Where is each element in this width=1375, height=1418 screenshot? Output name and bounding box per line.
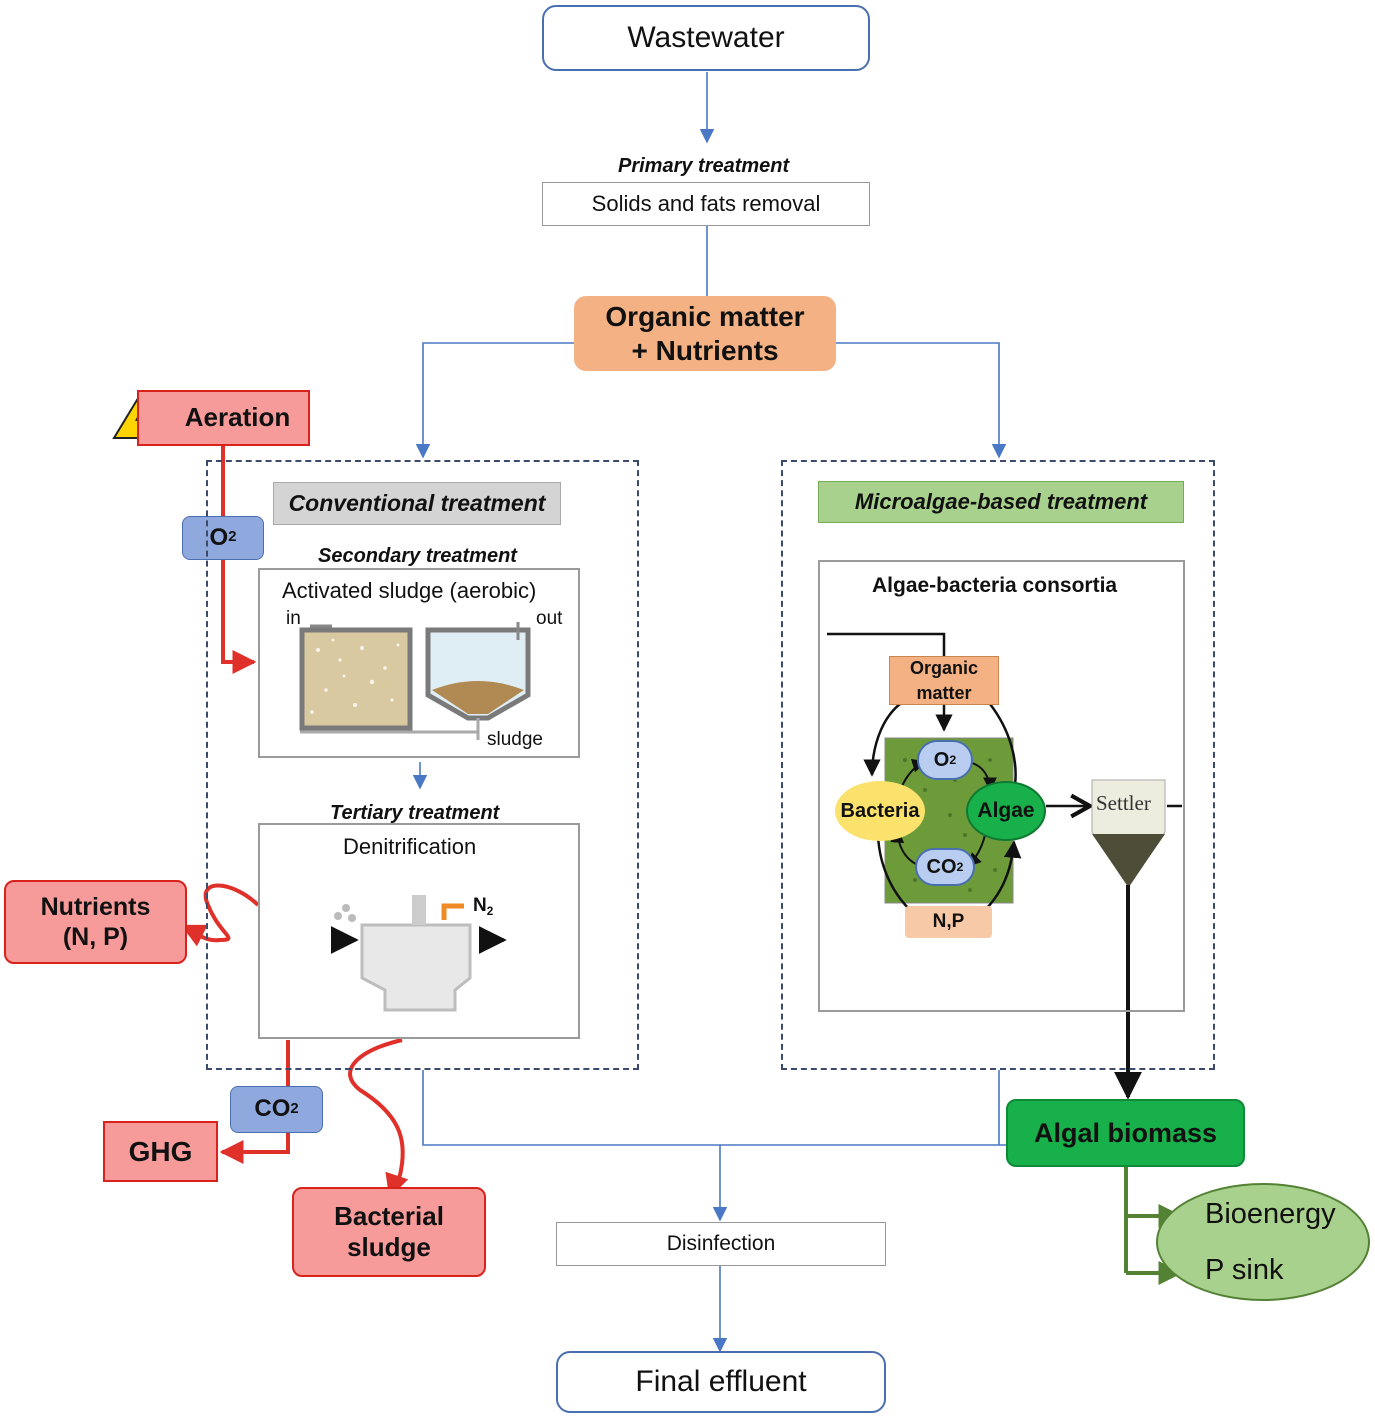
co2-subscript: 2 — [290, 1100, 299, 1117]
inlet-label: in — [286, 608, 301, 629]
activated-sludge-label: Activated sludge (aerobic) — [282, 578, 537, 603]
secondary-treatment-heading: Secondary treatment — [318, 545, 517, 567]
organic-matter-node: Organic matter — [889, 656, 999, 705]
bacterial-sludge-box: Bacterial sludge — [292, 1187, 486, 1277]
wastewater-label: Wastewater — [627, 21, 785, 54]
conventional-treatment-title: Conventional treatment — [273, 482, 561, 525]
nutrients-output-label: Nutrients — [40, 893, 151, 921]
consortia-panel — [818, 560, 1185, 1012]
algal-biomass-box: Algal biomass — [1006, 1099, 1245, 1167]
algal-biomass-label: Algal biomass — [1033, 1117, 1218, 1148]
bacteria-node: Bacteria — [835, 781, 925, 841]
denitrification-label: Denitrification — [343, 834, 477, 859]
settler-label: Settler — [1096, 791, 1151, 815]
primary-treatment-heading: Primary treatment — [618, 155, 790, 177]
conventional-title-label: Conventional treatment — [288, 489, 546, 516]
organic-matter-label: Organic matter — [605, 300, 805, 332]
denitrification-illustration — [330, 895, 507, 1012]
bacterial-label: Bacterial — [334, 1200, 444, 1231]
microalgae-treatment-title: Microalgae-based treatment — [818, 481, 1184, 523]
sludge-output-label: sludge — [347, 1232, 431, 1262]
wastewater-box: Wastewater — [542, 5, 870, 71]
conventional-treatment-region — [206, 460, 639, 1070]
organic-nutrients-box: Organic matter + Nutrients — [574, 296, 836, 371]
disinfection-label: Disinfection — [666, 1232, 776, 1256]
bioenergy-label: Bioenergy — [1205, 1198, 1336, 1230]
aeration-label: Aeration — [184, 402, 291, 433]
ghg-label: GHG — [128, 1135, 193, 1167]
solids-fats-removal-label: Solids and fats removal — [591, 190, 821, 216]
co2-symbol: CO — [254, 1095, 291, 1123]
outlet-label: out — [536, 608, 563, 629]
biomass-uses-ellipse — [1156, 1183, 1370, 1301]
nutrients-output-box: Nutrients (N, P) — [4, 880, 187, 964]
p-sink-label: P sink — [1205, 1254, 1284, 1286]
activated-sludge-illustration — [299, 622, 531, 740]
final-effluent-box: Final effluent — [556, 1351, 886, 1413]
main-flow-lines — [412, 72, 1007, 1353]
sludge-label: sludge — [487, 729, 543, 750]
ghg-box: GHG — [103, 1121, 218, 1182]
o2-symbol: O — [209, 523, 229, 551]
n2-label: N2 — [473, 895, 494, 919]
np-output-label: (N, P) — [62, 923, 129, 951]
np-node: N,P — [905, 906, 992, 938]
aeration-box: Aeration — [137, 390, 310, 446]
nutrients-label: + Nutrients — [631, 334, 779, 366]
consortia-title: Algae-bacteria consortia — [872, 574, 1118, 597]
consortia-illustration — [827, 612, 1186, 1100]
microalgae-treatment-region — [781, 460, 1215, 1070]
o2-subscript: 2 — [228, 529, 237, 546]
primary-treatment-box: Solids and fats removal — [542, 182, 870, 226]
algae-node: Algae — [966, 781, 1046, 841]
tertiary-treatment-heading: Tertiary treatment — [330, 802, 500, 824]
denitrification-panel — [258, 823, 580, 1039]
disinfection-box: Disinfection — [556, 1222, 886, 1266]
final-effluent-label: Final effluent — [635, 1365, 807, 1398]
activated-sludge-panel — [258, 568, 580, 758]
microalgae-title-label: Microalgae-based treatment — [854, 488, 1148, 514]
